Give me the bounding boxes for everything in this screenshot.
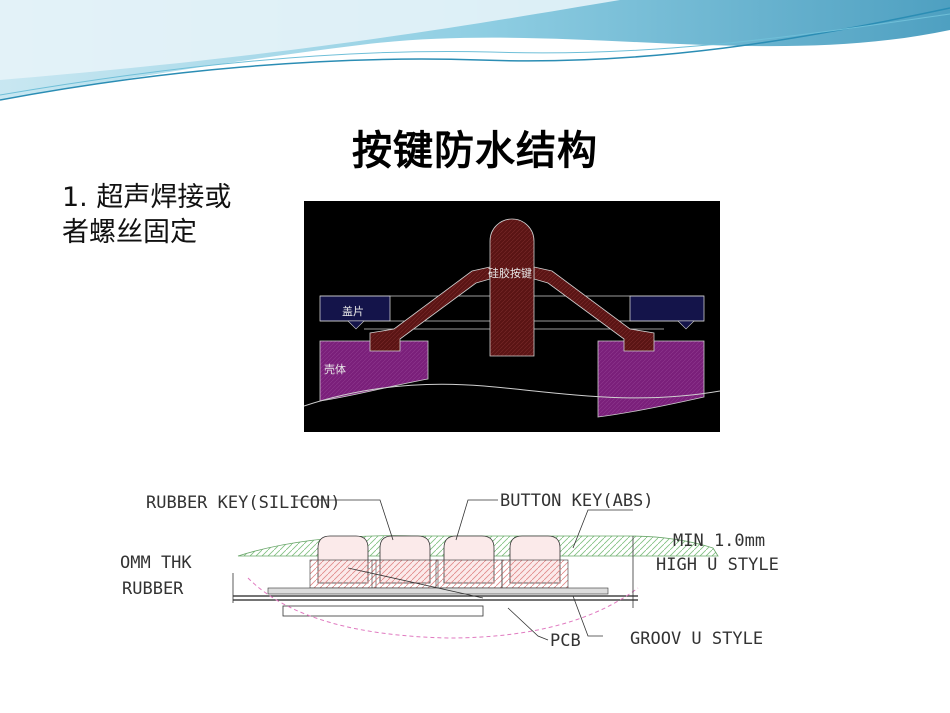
button-key-label: BUTTON KEY(ABS) <box>500 491 654 511</box>
groov-label: GROOV U STYLE <box>630 629 763 649</box>
subtitle-line-2: 者螺丝固定 <box>62 217 197 248</box>
silicone-key <box>489 218 535 357</box>
thk-label: OMM THK <box>120 553 192 573</box>
header-wave-decoration <box>0 0 950 101</box>
rubber-label: RUBBER <box>122 579 184 599</box>
key-label: 硅胶按键 <box>488 266 532 280</box>
shell-left <box>319 340 429 402</box>
subtitle: 1. 超声焊接或 者螺丝固定 <box>62 180 272 250</box>
cross-section-diagram: 硅胶按键 盖片 壳体 <box>304 201 720 432</box>
subtitle-line-1: 1. 超声焊接或 <box>62 182 232 213</box>
cover-left <box>319 295 391 322</box>
shell-label: 壳体 <box>324 362 346 376</box>
high-u-style-label: HIGH U STYLE <box>656 555 779 575</box>
shell-right <box>597 340 705 418</box>
min-label: MIN 1.0mm <box>673 531 765 551</box>
engineering-drawing: RUBBER KEY(SILICON) BUTTON KEY(ABS) MIN … <box>120 491 779 651</box>
page-title: 按键防水结构 <box>352 128 598 174</box>
pcb-label: PCB <box>550 631 581 651</box>
rubber-key-label: RUBBER KEY(SILICON) <box>146 493 340 513</box>
cover-right <box>629 295 705 322</box>
cover-label: 盖片 <box>342 304 364 318</box>
